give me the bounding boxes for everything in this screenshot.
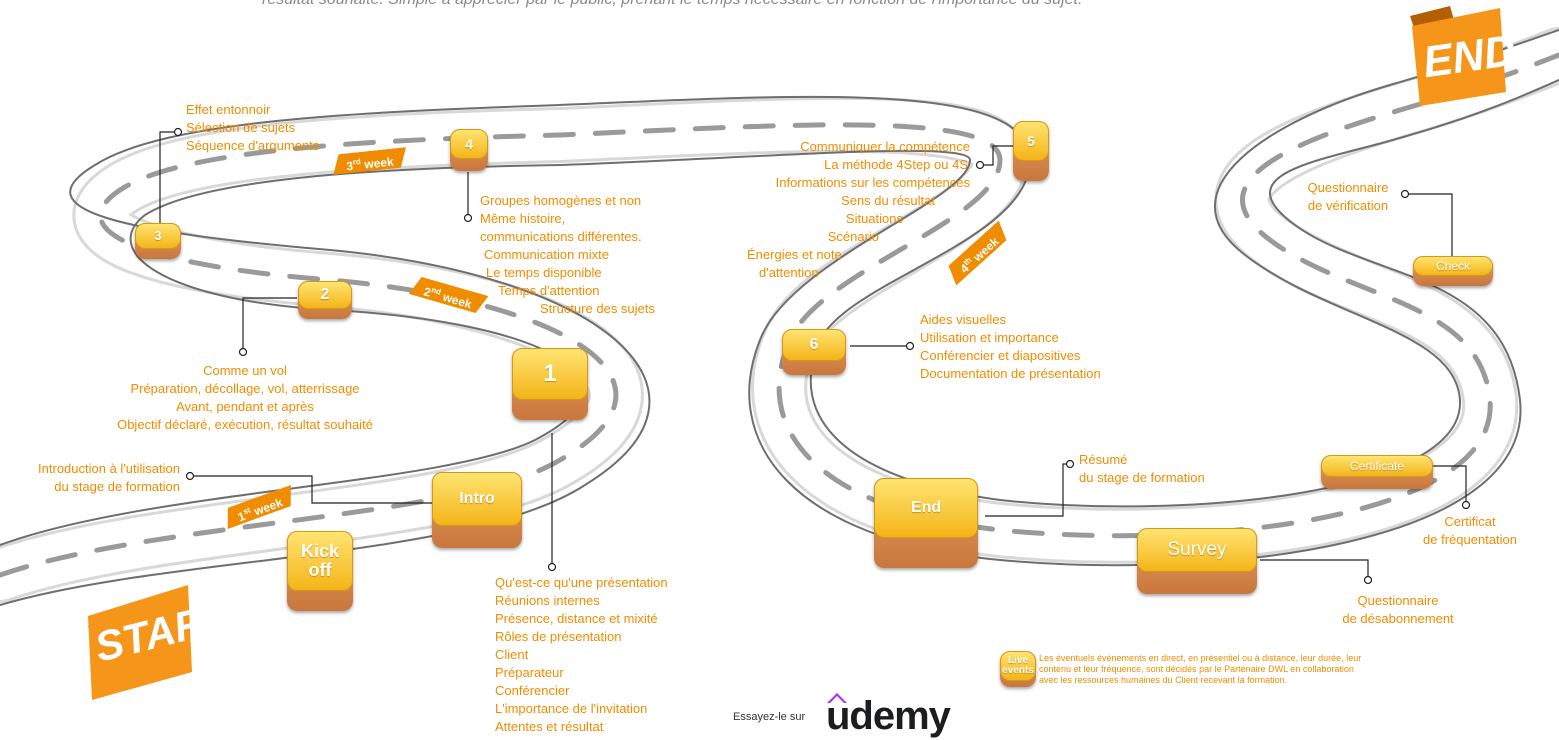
key-3[interactable]: 3 [135, 223, 181, 259]
top-caption: résultat souhaité. Simple à apprécier pa… [262, 0, 1302, 9]
connector-check [1405, 193, 1453, 262]
connector-3 [159, 131, 178, 232]
connector-4-dot [463, 213, 473, 223]
key-1[interactable]: 1 [512, 348, 588, 420]
connector-3-dot [173, 127, 183, 137]
live-events-note: Les éventuels événements en direct, en p… [1039, 653, 1362, 685]
connector-5 [980, 145, 1022, 166]
key-5[interactable]: 5 [1013, 121, 1049, 181]
udemy-try-label: Essayez-le sur [733, 711, 806, 723]
connector-5-dot [975, 160, 985, 170]
text-4: Groupes homogènes et non Même histoire, … [480, 193, 655, 316]
key-check[interactable]: Check [1413, 256, 1493, 286]
live-events-key: Live events [1000, 651, 1036, 687]
connector-end-dot [1065, 459, 1075, 469]
key-2[interactable]: 2 [298, 281, 352, 319]
udemy-hat-icon [827, 693, 847, 703]
key-kickoff[interactable]: Kick off [287, 531, 353, 611]
connector-1-dot [547, 562, 557, 572]
text-5: Communiquer la compétence La méthode 4St… [775, 139, 970, 244]
connector-certificate-dot [1461, 500, 1471, 510]
connector-survey [1260, 559, 1369, 580]
connector-check-dot [1400, 189, 1410, 199]
connector-certificate [1432, 465, 1467, 505]
connector-2-dot [238, 347, 248, 357]
key-certificate[interactable]: Certificate [1321, 455, 1433, 489]
key-4[interactable]: 4 [450, 129, 488, 171]
road-edge-inner [0, 79, 1559, 567]
key-end[interactable]: End [874, 478, 978, 568]
connector-intro-dot [185, 471, 195, 481]
connector-intro [190, 475, 432, 504]
key-survey[interactable]: Survey [1137, 528, 1257, 594]
start-flag [88, 585, 192, 700]
key-6[interactable]: 6 [782, 329, 846, 375]
connector-6-dot [905, 341, 915, 351]
connector-survey-dot [1363, 575, 1373, 585]
udemy-logo[interactable]: udemy [826, 694, 951, 738]
road-center-dashes [0, 52, 1559, 578]
key-intro[interactable]: Intro [432, 472, 522, 548]
connector-2 [242, 297, 297, 352]
end-flag [1410, 6, 1506, 106]
